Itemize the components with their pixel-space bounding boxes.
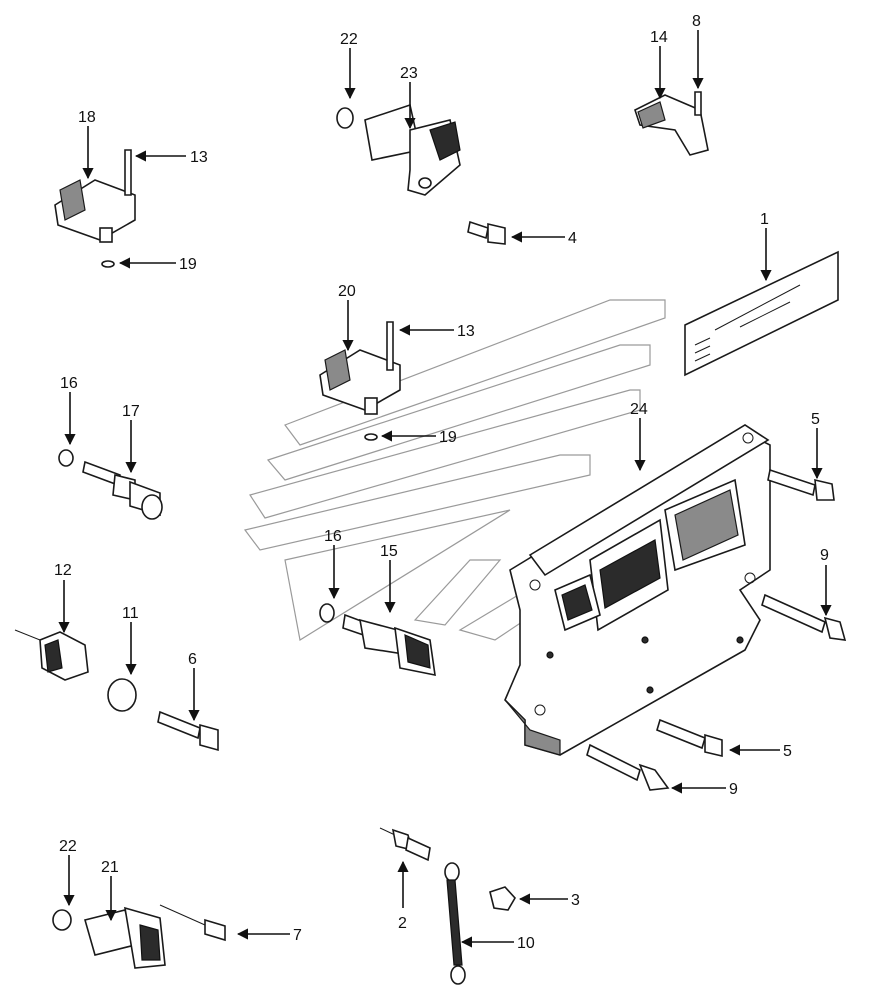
callout-11: 11: [122, 605, 139, 622]
stud-2: [379, 827, 431, 862]
callout-20: 20: [338, 283, 356, 300]
sensor-18: [54, 149, 136, 268]
callout-18: 18: [78, 109, 96, 126]
callout-1: 1: [760, 211, 769, 228]
callout-21: 21: [101, 859, 119, 876]
callout-13-middle: 13: [457, 323, 475, 340]
callout-labels: 1 2 3 4 5 5 6 7 8 9 9 10 11 12 13 13 14 …: [54, 13, 829, 952]
nut-3: [489, 886, 516, 911]
sensor-17: [58, 449, 163, 520]
sensor-21: [52, 904, 226, 969]
callout-19-middle: 19: [439, 429, 457, 446]
washer-11: [107, 678, 137, 712]
callout-22-lower: 22: [59, 838, 77, 855]
callout-14: 14: [650, 29, 668, 46]
callout-3: 3: [571, 892, 580, 909]
callout-16-left: 16: [60, 375, 78, 392]
callout-17: 17: [122, 403, 140, 420]
nut-12: [14, 629, 89, 681]
callout-9-lower: 9: [729, 781, 738, 798]
stud-9-right: [761, 593, 847, 641]
label-plate: [684, 250, 839, 377]
callout-15: 15: [380, 543, 398, 560]
callout-4: 4: [568, 230, 577, 247]
callout-22-upper: 22: [340, 31, 358, 48]
callout-12: 12: [54, 562, 72, 579]
stud-9-lower: [586, 743, 670, 791]
callout-6: 6: [188, 651, 197, 668]
sensor-20: [319, 321, 401, 441]
callout-8: 8: [692, 13, 701, 30]
callout-19-upper: 19: [179, 256, 197, 273]
callout-23: 23: [400, 65, 418, 82]
callout-16-middle: 16: [324, 528, 342, 545]
sensor-15: [319, 603, 436, 677]
bolt-6: [157, 710, 219, 752]
connector-14: [634, 91, 709, 156]
leader-lines: [58, 30, 832, 948]
bolt-5-lower: [656, 718, 723, 758]
callout-2: 2: [398, 915, 407, 932]
callout-5-lower: 5: [783, 743, 792, 760]
callout-24: 24: [630, 401, 648, 418]
callout-7: 7: [293, 927, 302, 944]
callout-5-upper: 5: [811, 411, 820, 428]
callout-9-right: 9: [820, 547, 829, 564]
callout-13-upper: 13: [190, 149, 208, 166]
ecu-module: [504, 424, 771, 756]
bolt-5-upper: [767, 468, 835, 501]
sensor-23: [336, 103, 506, 245]
callout-10: 10: [517, 935, 535, 952]
ground-strap-10: [444, 862, 466, 985]
